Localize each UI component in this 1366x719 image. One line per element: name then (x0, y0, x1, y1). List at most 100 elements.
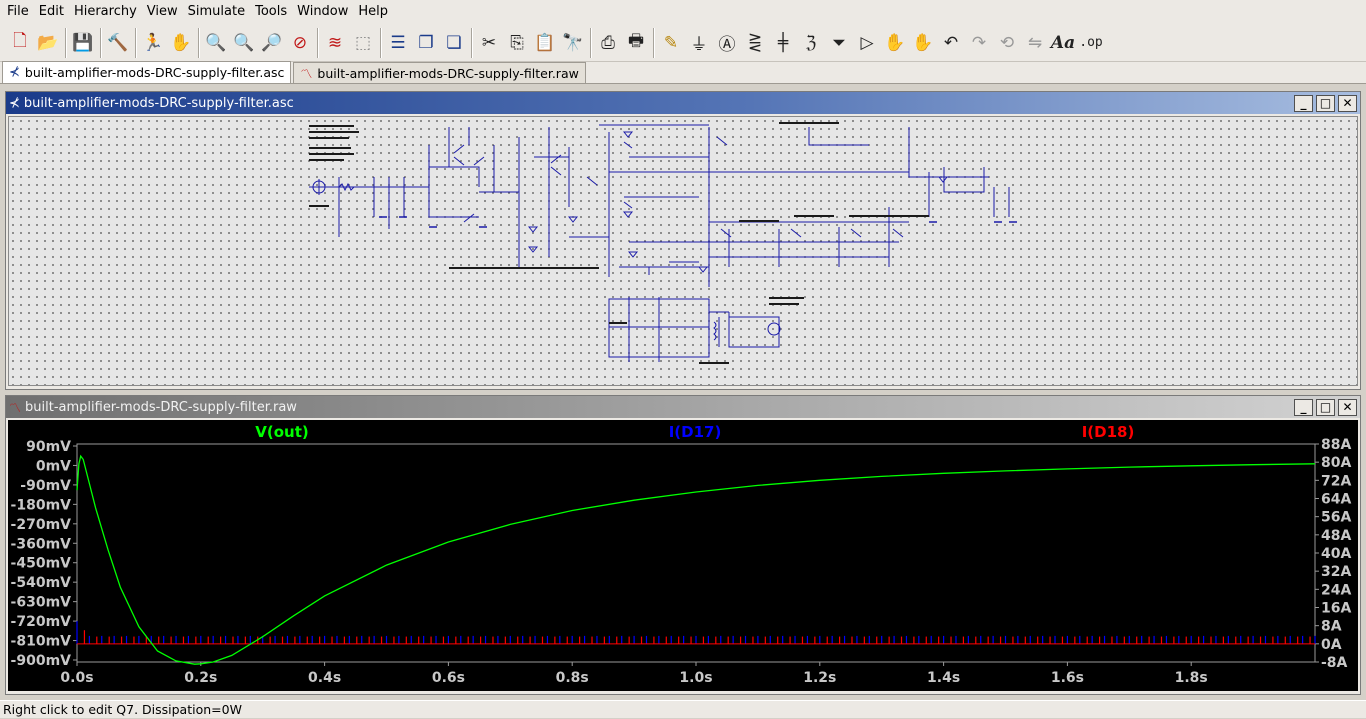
y-left-tick-label: 90mV (26, 439, 71, 455)
menu-tools[interactable]: Tools (255, 4, 288, 19)
autorange-icon[interactable]: ≋ (327, 32, 343, 53)
component-icon[interactable]: ▷ (860, 32, 874, 53)
y-left-tick-label: -90mV (20, 478, 71, 494)
move-icon[interactable]: ✋ (884, 32, 906, 53)
y-right-tick-label: 8A (1321, 619, 1342, 635)
waveform-tab-icon: 〽 (300, 66, 313, 81)
tab-schematic[interactable]: ⊀ built-amplifier-mods-DRC-supply-filter… (2, 61, 292, 83)
trace-label-vout[interactable]: V(out) (255, 423, 308, 441)
y-right-tick-label: 48A (1321, 528, 1351, 544)
zoom-area-icon[interactable]: 🔍 (233, 32, 255, 53)
waveform-window-title: built-amplifier-mods-DRC-supply-filter.r… (25, 399, 297, 415)
y-left-tick-label: -720mV (11, 614, 72, 630)
amplifier-circuit (309, 124, 1017, 287)
open-icon[interactable]: 📂 (37, 32, 59, 53)
schematic-labels (309, 122, 929, 364)
zoom-cancel-icon[interactable]: ⊘ (292, 32, 308, 53)
schematic-window-title: built-amplifier-mods-DRC-supply-filter.a… (23, 95, 294, 111)
tab-waveform[interactable]: 〽 built-amplifier-mods-DRC-supply-filter… (293, 62, 586, 83)
waveform-window-titlebar[interactable]: 〽 built-amplifier-mods-DRC-supply-filter… (6, 396, 1360, 418)
trace-label-id17[interactable]: I(D17) (669, 423, 722, 441)
capacitor-icon[interactable]: ╪ (777, 32, 789, 53)
copy-icon[interactable]: ⎘ (510, 32, 524, 53)
minimize-button[interactable]: _ (1294, 398, 1313, 416)
y-right-tick-label: 56A (1321, 510, 1351, 526)
tile-vertical-icon[interactable]: ❏ (446, 32, 462, 53)
text-icon[interactable]: Aa (1050, 32, 1076, 53)
menu-view[interactable]: View (146, 4, 178, 19)
run-icon[interactable]: 🏃 (142, 32, 164, 53)
draw-wire-icon[interactable]: ✎ (663, 32, 679, 53)
schematic-window-titlebar[interactable]: ⊀ built-amplifier-mods-DRC-supply-filter… (6, 92, 1360, 114)
tile-horizontal-icon[interactable]: ☰ (390, 32, 406, 53)
save-icon[interactable]: 💾 (72, 32, 94, 53)
x-tick-label: 0.4s (308, 670, 341, 686)
label-net-icon[interactable]: Ⓐ (718, 35, 736, 55)
maximize-button[interactable]: □ (1316, 94, 1335, 112)
y-left-tick-label: 0mV (36, 458, 71, 474)
toolbar-separator (317, 27, 318, 58)
document-tab-bar: ⊀ built-amplifier-mods-DRC-supply-filter… (0, 61, 1366, 84)
x-tick-label: 1.2s (803, 670, 836, 686)
y-left-tick-label: -630mV (11, 595, 72, 611)
schematic-window: ⊀ built-amplifier-mods-DRC-supply-filter… (5, 91, 1361, 390)
toolbar-separator (65, 27, 66, 58)
schematic-drawing (309, 122, 1017, 364)
print-icon[interactable]: 🖶 (627, 31, 645, 51)
zoom-out-icon[interactable]: 🔎 (261, 32, 283, 53)
redo-icon[interactable]: ↷ (971, 32, 987, 53)
tab-label: built-amplifier-mods-DRC-supply-filter.r… (317, 65, 579, 81)
spice-directive-icon[interactable]: .op (1079, 35, 1103, 50)
y-right-tick-label: 24A (1321, 582, 1351, 598)
ground-icon[interactable]: ⏚ (690, 35, 708, 55)
minimize-button[interactable]: _ (1294, 94, 1313, 112)
zoom-in-icon[interactable]: 🔍 (205, 32, 227, 53)
trace-label-id18[interactable]: I(D18) (1082, 423, 1135, 441)
y-right-tick-label: 40A (1321, 546, 1351, 562)
cascade-icon[interactable]: ❐ (418, 32, 434, 53)
paste-icon[interactable]: 📋 (534, 32, 556, 53)
maximize-button[interactable]: □ (1316, 398, 1335, 416)
schematic-canvas[interactable] (8, 116, 1358, 386)
y-right-tick-label: -8A (1321, 655, 1348, 671)
cut-icon[interactable]: ✂ (481, 32, 497, 53)
supply-filter-circuit (608, 297, 781, 362)
close-button[interactable]: ✕ (1338, 94, 1357, 112)
mirror-icon[interactable]: ⇋ (1027, 32, 1043, 53)
menu-simulate[interactable]: Simulate (187, 4, 246, 19)
inductor-icon[interactable]: ℨ (805, 32, 817, 53)
menu-window[interactable]: Window (297, 4, 349, 19)
menu-help[interactable]: Help (358, 4, 389, 19)
menu-bar: File Edit Hierarchy View Simulate Tools … (0, 0, 1366, 24)
menu-edit[interactable]: Edit (38, 4, 64, 19)
x-tick-label: 1.4s (927, 670, 960, 686)
y-left-tick-label: -360mV (11, 536, 72, 552)
menu-file[interactable]: File (7, 4, 29, 19)
x-tick-label: 0.2s (184, 670, 217, 686)
x-tick-label: 0.8s (556, 670, 589, 686)
x-tick-label: 0.0s (60, 670, 93, 686)
y-right-tick-label: 64A (1321, 492, 1351, 508)
x-tick-label: 1.6s (1051, 670, 1084, 686)
toolbar-separator (653, 27, 654, 58)
toolbar-separator (471, 27, 472, 58)
find-icon[interactable]: 🔭 (562, 32, 584, 53)
halt-icon[interactable]: ✋ (170, 32, 192, 53)
status-text: Right click to edit Q7. Dissipation=0W (3, 702, 242, 717)
new-schematic-icon[interactable]: 🗋 (13, 31, 27, 51)
y-left-tick-label: -270mV (11, 517, 72, 533)
control-panel-icon[interactable]: 🔨 (107, 32, 129, 53)
print-setup-icon[interactable]: ⎙ (601, 32, 615, 53)
menu-hierarchy[interactable]: Hierarchy (73, 4, 137, 19)
autorange-area-icon[interactable]: ⬚ (354, 32, 372, 53)
close-button[interactable]: ✕ (1338, 398, 1357, 416)
waveform-window-icon: 〽 (9, 400, 22, 415)
x-tick-label: 1.0s (679, 670, 712, 686)
y-left-tick-label: -900mV (11, 653, 72, 669)
diode-icon[interactable]: ⏷ (832, 32, 846, 53)
rotate-icon[interactable]: ⟲ (999, 32, 1015, 53)
undo-icon[interactable]: ↶ (943, 32, 959, 53)
resistor-icon[interactable]: ⋛ (747, 32, 763, 53)
drag-icon[interactable]: ✋ (912, 32, 934, 53)
